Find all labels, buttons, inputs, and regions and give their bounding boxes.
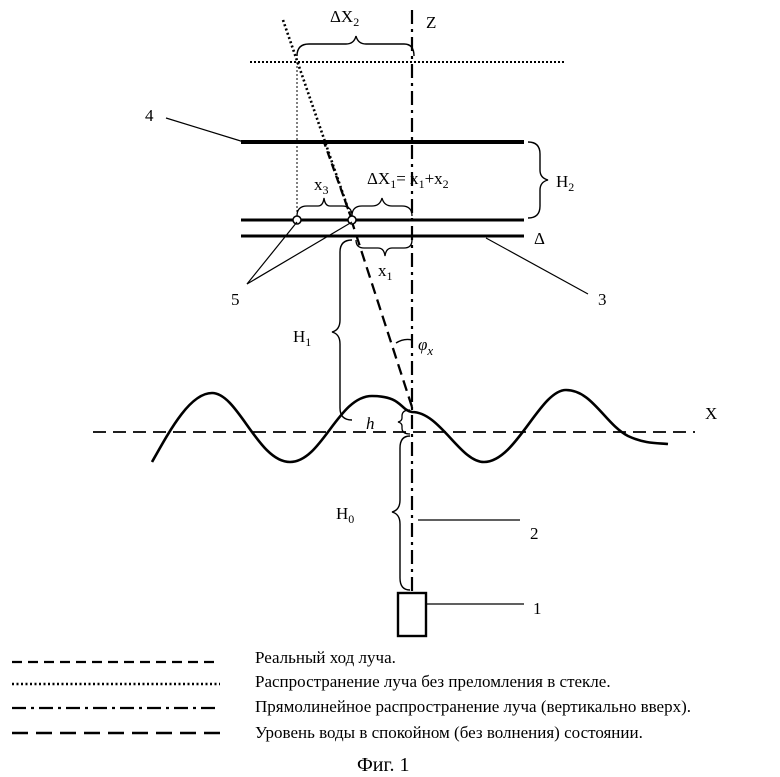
label-num-2: 2 xyxy=(530,524,539,543)
legend-text-0: Реальный ход луча. xyxy=(255,648,396,667)
real-ray-lower-segment xyxy=(350,221,414,408)
legend-text-3: Уровень воды в спокойном (без волнения) … xyxy=(255,723,643,742)
legend-text-1: Распространение луча без преломления в с… xyxy=(255,672,611,691)
leader-line-3 xyxy=(485,237,589,295)
label-phi: φx xyxy=(418,335,433,358)
legend-text-2: Прямолинейное распространение луча (верт… xyxy=(255,697,691,716)
label-num-5: 5 xyxy=(231,290,240,309)
label-num-1: 1 xyxy=(533,599,542,618)
leader-line-5a xyxy=(246,221,298,285)
brace-delta-x1 xyxy=(351,197,413,217)
brace-h1 xyxy=(331,239,353,421)
point-5-right xyxy=(347,215,357,225)
wave-surface xyxy=(150,388,669,464)
label-num-3: 3 xyxy=(598,290,607,309)
brace-x3 xyxy=(296,197,353,217)
brace-h0 xyxy=(391,435,411,591)
ray-without-refraction xyxy=(281,19,354,221)
label-h-small: h xyxy=(366,414,375,433)
brace-h-small xyxy=(397,409,411,435)
label-h2: H2 xyxy=(556,172,574,194)
brace-delta-x2 xyxy=(296,35,415,57)
leader-line-4 xyxy=(165,117,245,143)
leader-line-5b xyxy=(246,221,353,285)
legend: Реальный ход луча. Распространение луча … xyxy=(12,648,691,742)
label-x3: x3 xyxy=(314,175,329,197)
z-axis-label: Z xyxy=(426,13,436,32)
brace-x1 xyxy=(355,239,413,257)
brace-h2 xyxy=(527,141,549,219)
figure-caption: Фиг. 1 xyxy=(357,754,409,776)
label-delta: Δ xyxy=(534,229,545,248)
x-axis-label: X xyxy=(705,404,717,423)
label-delta-x1-equation: ΔX1= x1+x2 xyxy=(367,169,449,191)
label-h0: H0 xyxy=(336,504,354,526)
sensor-box xyxy=(396,591,428,638)
label-h1: H1 xyxy=(293,327,311,349)
angle-phi-arc xyxy=(395,338,413,344)
label-delta-x2: ΔX2 xyxy=(330,7,359,29)
label-x1: x1 xyxy=(378,261,393,283)
label-num-4: 4 xyxy=(145,106,154,125)
